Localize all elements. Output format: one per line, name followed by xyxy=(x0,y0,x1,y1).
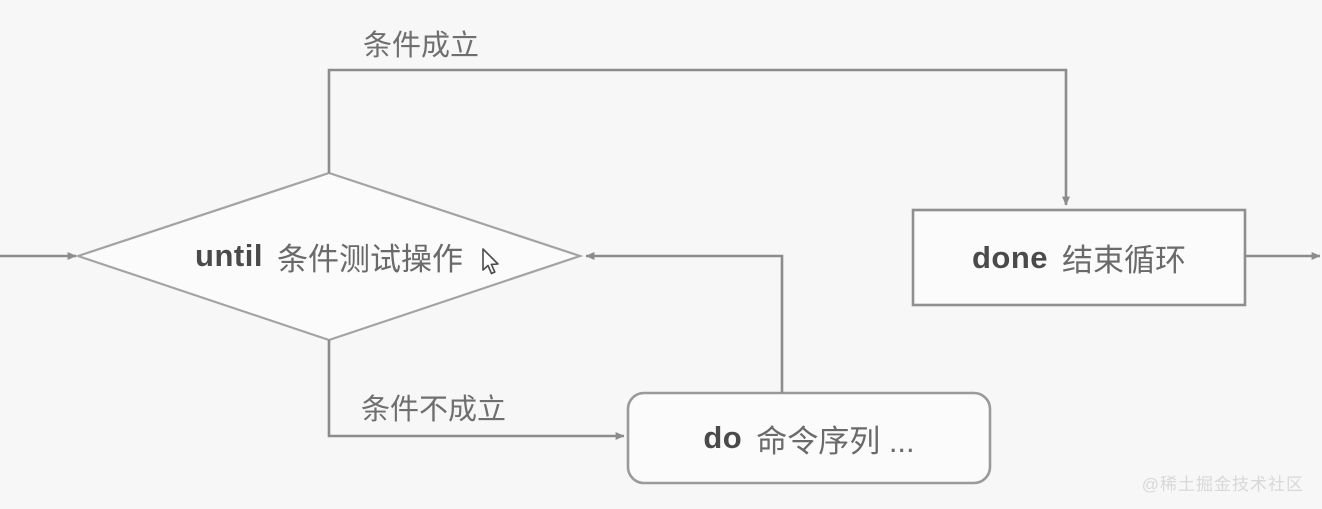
until-condition-diamond xyxy=(74,171,584,342)
condition-false-path xyxy=(327,340,625,440)
condition-true-path xyxy=(327,68,1070,206)
done-end-loop-box xyxy=(911,208,1247,307)
do-command-sequence-box xyxy=(626,391,992,485)
watermark: @稀土掘金技术社区 xyxy=(1141,475,1304,494)
edge-label-condition-false: 条件不成立 xyxy=(361,394,507,426)
loop-back-path xyxy=(585,252,784,393)
mouse-cursor-icon xyxy=(482,248,499,275)
edge-label-condition-true: 条件成立 xyxy=(363,30,480,62)
